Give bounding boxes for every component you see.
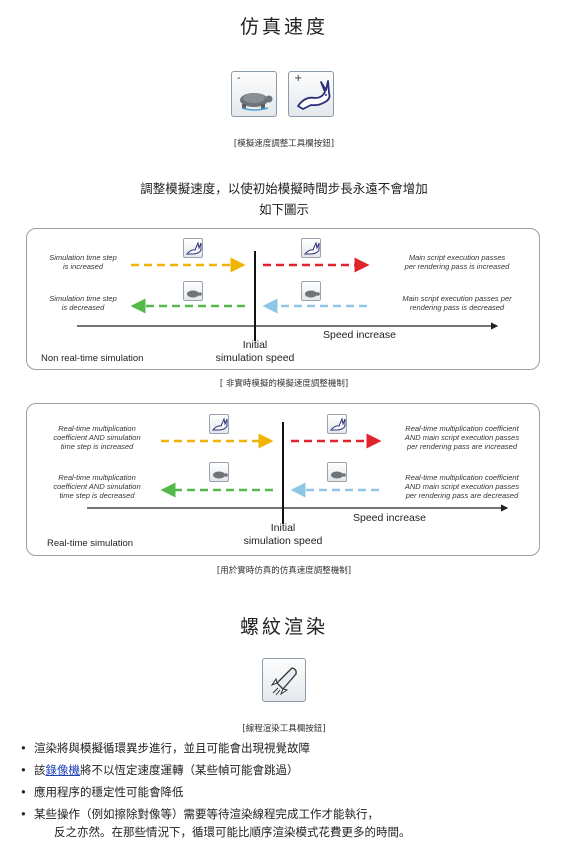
rocket-icon — [270, 667, 297, 696]
diagram2-rabbit-left-icon — [209, 414, 229, 434]
bullet-async-rendering: 渲染將與模擬循環異步進行，並且可能會出現視覺故障 — [20, 740, 310, 756]
plus-sign: + — [294, 73, 303, 84]
threaded-rendering-button[interactable] — [262, 658, 306, 702]
d2-mode-label: Real-time simulation — [47, 538, 134, 549]
minus-sign: - — [237, 73, 241, 84]
diagram1-turtle-right-icon — [301, 281, 321, 301]
bullet2-prefix: 該 — [34, 763, 46, 777]
render-toolbar-caption: [線程渲染工具欄按鈕] — [242, 724, 326, 734]
diagram2-rabbit-right-icon — [327, 414, 347, 434]
diagram1-rabbit-left-icon — [183, 238, 203, 258]
diagram1-turtle-left-icon — [183, 281, 203, 301]
speed-toolbar-caption: [模擬速度調整工具欄按鈕] — [233, 139, 335, 149]
render-section-title: 螺紋渲染 — [239, 616, 328, 638]
diagram1-graphics — [77, 251, 499, 341]
bullet4-line1: 某些操作（例如擦除對像等）需要等待渲染線程完成工作才能執行， — [34, 807, 379, 821]
bullet4-line2: 反之亦然。在那些情況下，循環可能比順序渲染模式花費更多的時間。 — [54, 825, 411, 839]
diagram2-caption: [用於實時仿真的仿真速度調整機制] — [216, 566, 352, 576]
diagram1-rabbit-right-icon — [301, 238, 321, 258]
bullet-video-recorder: 該錄像機將不以恆定速度運轉（某些幀可能會跳過） — [20, 762, 299, 778]
bullet-wait-operations: 某些操作（例如擦除對像等）需要等待渲染線程完成工作才能執行， 反之亦然。在那些情… — [20, 806, 411, 840]
increase-speed-button[interactable]: + — [288, 71, 334, 117]
d2-axis-label: Speed increase — [353, 512, 426, 524]
speed-section-title: 仿真速度 — [239, 16, 328, 38]
video-recorder-link[interactable]: 錄像機 — [45, 763, 81, 777]
bullet-stability: 應用程序的穩定性可能會降低 — [20, 784, 183, 800]
decrease-speed-button[interactable]: - — [231, 71, 277, 117]
d1-axis-label: Speed increase — [323, 329, 396, 341]
intro-line-1: 調整模擬速度，以使初始模擬時間步長永遠不會增加 — [140, 181, 428, 196]
d1-mode-label: Non real-time simulation — [41, 353, 144, 364]
diagram2-turtle-left-icon — [209, 462, 229, 482]
diagram1-caption: [ 非實時模擬的模擬速度調整機制] — [219, 379, 349, 389]
turtle-icon — [240, 93, 273, 111]
diagram2-graphics — [87, 422, 509, 524]
intro-line-2: 如下圖示 — [258, 202, 309, 217]
rabbit-icon — [297, 80, 331, 110]
diagram2-turtle-right-icon — [327, 462, 347, 482]
bullet2-suffix: 將不以恆定速度運轉（某些幀可能會跳過） — [80, 763, 299, 777]
